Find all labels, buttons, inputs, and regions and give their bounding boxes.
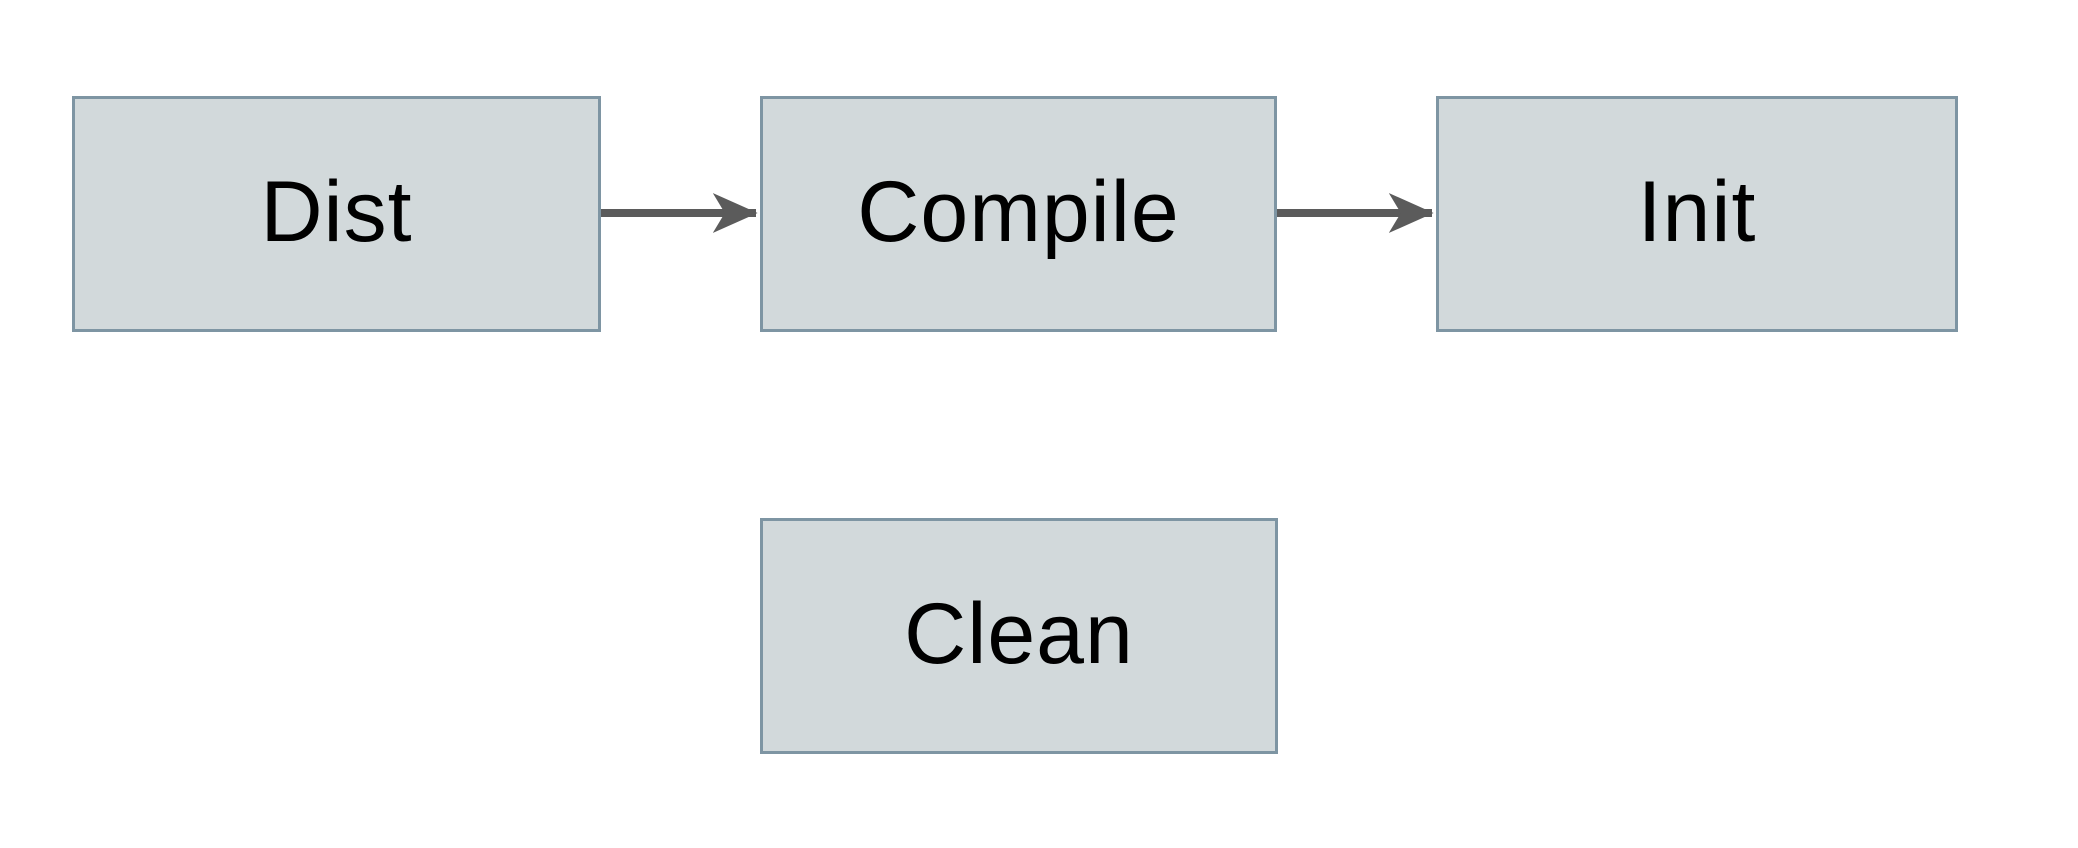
node-compile: Compile [760,96,1277,332]
node-init-label: Init [1637,164,1757,260]
node-compile-label: Compile [857,164,1180,260]
node-init: Init [1436,96,1958,332]
node-clean: Clean [760,518,1278,754]
node-clean-label: Clean [904,586,1134,682]
node-dist-label: Dist [260,164,413,260]
node-dist: Dist [72,96,601,332]
